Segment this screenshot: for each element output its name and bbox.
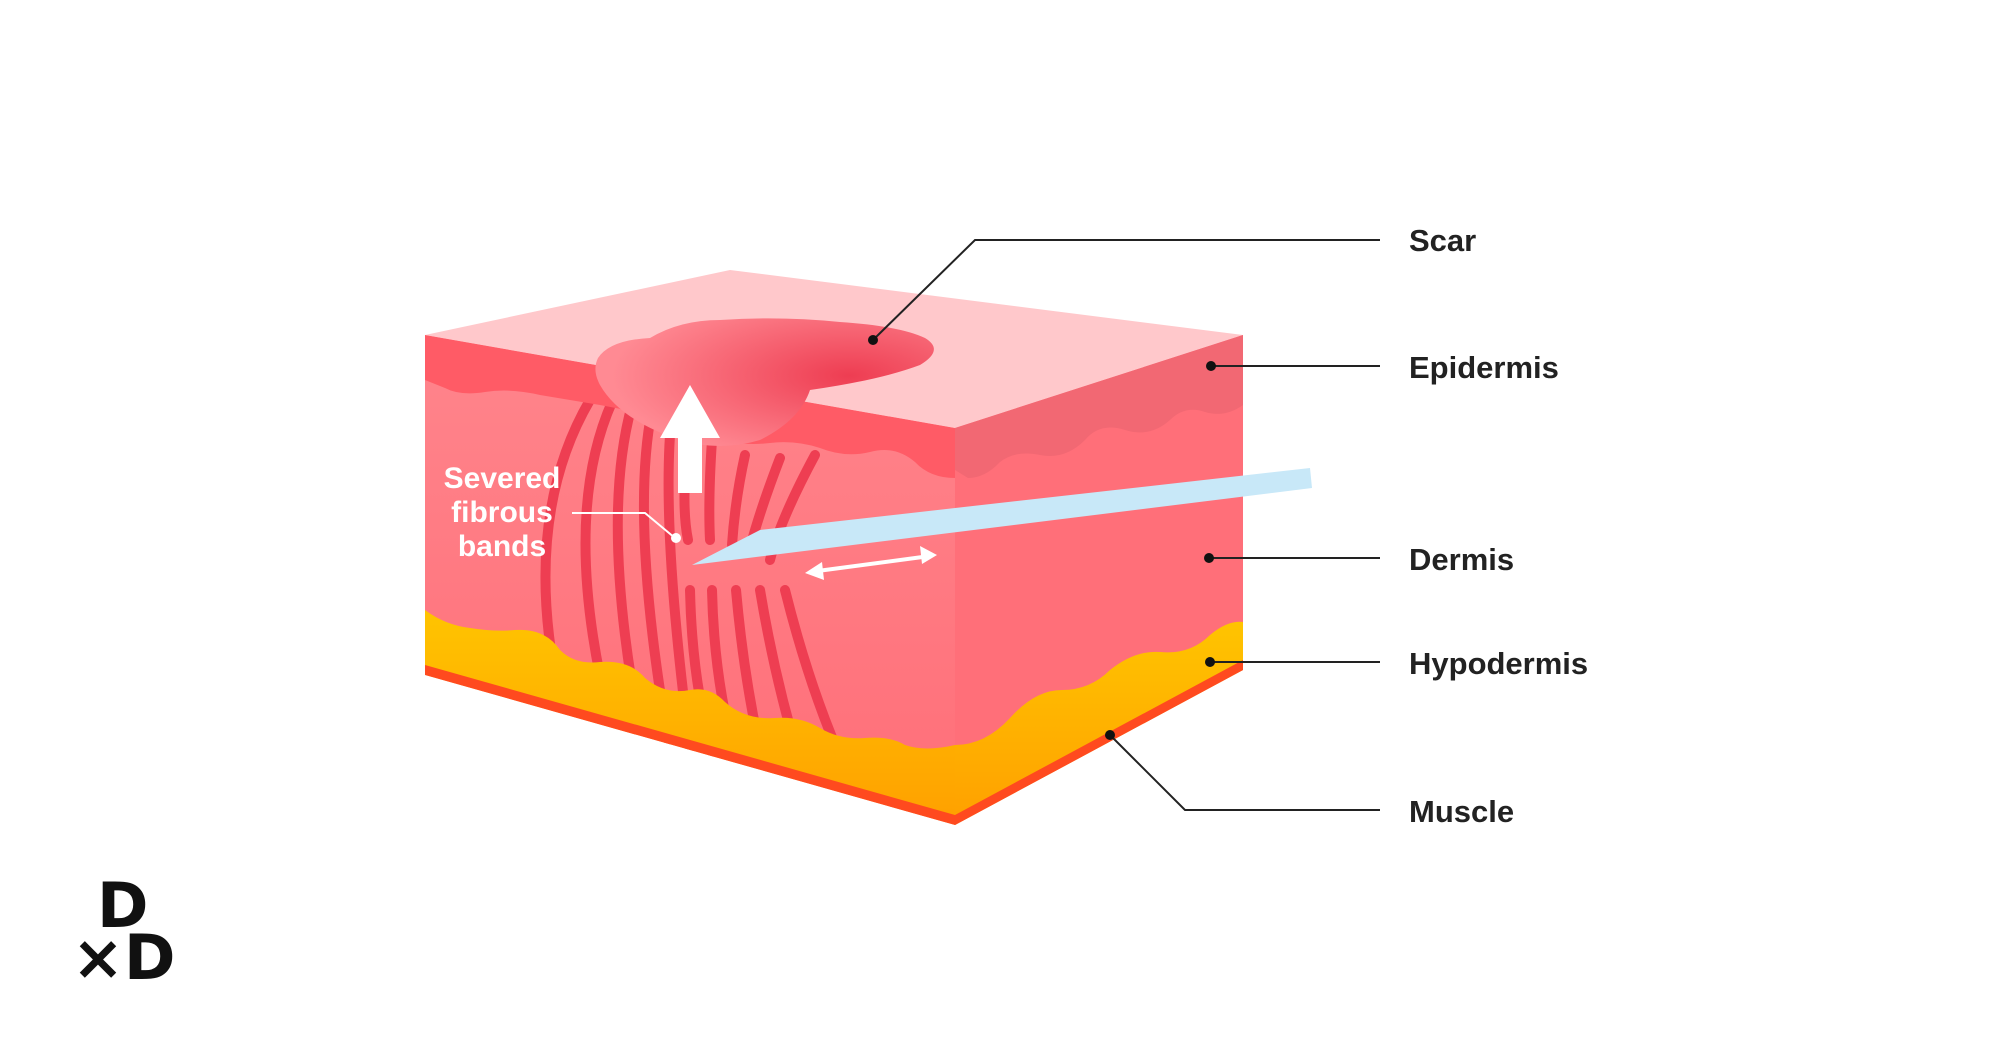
label-dermis: Dermis — [1204, 542, 1514, 577]
severed-bands-annotation: Severed fibrous bands — [444, 462, 681, 563]
dxd-logo: D ×D — [72, 869, 175, 994]
label-epidermis-text: Epidermis — [1409, 350, 1559, 385]
logo-bottom: ×D — [72, 921, 175, 994]
label-muscle-text: Muscle — [1409, 794, 1514, 829]
label-hypodermis: Hypodermis — [1205, 646, 1588, 681]
annotation-line-1: Severed — [444, 462, 561, 495]
label-scar-text: Scar — [1409, 223, 1476, 258]
label-scar: Scar — [868, 223, 1476, 345]
subcision-needle — [692, 468, 1312, 565]
annotation-leader — [572, 512, 676, 539]
double-arrow-icon — [805, 546, 937, 580]
skin-block — [425, 270, 1312, 825]
label-muscle: Muscle — [1105, 730, 1514, 829]
logo-top: D — [97, 869, 148, 942]
right-face-muscle — [955, 660, 1243, 825]
label-dermis-text: Dermis — [1409, 542, 1514, 577]
right-face-hypodermis — [955, 621, 1243, 825]
hypodermis-front — [425, 610, 955, 825]
annotation-dot — [671, 533, 681, 543]
muscle-front — [425, 665, 955, 825]
label-hypodermis-text: Hypodermis — [1409, 646, 1588, 681]
right-face-epidermis — [955, 335, 1243, 478]
up-arrow-icon — [660, 385, 720, 493]
annotation-line-3: bands — [458, 530, 546, 563]
label-epidermis: Epidermis — [1206, 350, 1559, 385]
annotation-line-2: fibrous — [451, 496, 553, 529]
